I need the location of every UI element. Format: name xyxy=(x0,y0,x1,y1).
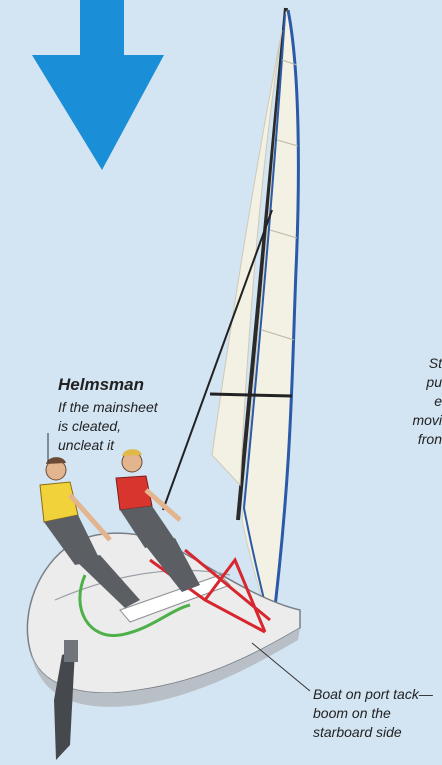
boat-leader-line xyxy=(252,643,310,691)
boat-note: Boat on port tack— boom on the starboard… xyxy=(313,685,433,742)
helmsman-line: uncleat it xyxy=(58,436,158,455)
helmsman-line: is cleated, xyxy=(58,417,158,436)
spreader xyxy=(210,394,292,396)
helmsman-label: Helmsman If the mainsheet is cleated, un… xyxy=(58,374,158,455)
crew-note: St pu e movi fron xyxy=(412,354,442,449)
helmsman-line: If the mainsheet xyxy=(58,398,158,417)
crew-note-line: e xyxy=(412,392,442,411)
boat-note-line: starboard side xyxy=(313,723,433,742)
crew-note-line: St xyxy=(412,354,442,373)
boat-note-line: Boat on port tack— xyxy=(313,685,433,704)
wind-direction-arrow-icon xyxy=(32,0,164,170)
helmsman-title: Helmsman xyxy=(58,374,158,396)
helmsman-instruction: If the mainsheet is cleated, uncleat it xyxy=(58,398,158,455)
transom xyxy=(64,640,78,662)
crew-note-line: pu xyxy=(412,373,442,392)
crew-note-line: fron xyxy=(412,430,442,449)
crew-note-line: movi xyxy=(412,411,442,430)
boat-note-line: boom on the xyxy=(313,704,433,723)
